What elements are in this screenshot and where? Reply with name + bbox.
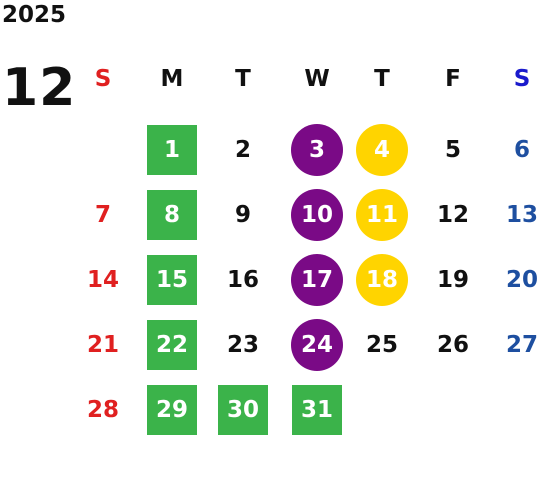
day-cell-5[interactable]: 5 xyxy=(444,137,461,163)
weekday-header: T xyxy=(374,66,390,92)
day-cell-24[interactable]: 24 xyxy=(291,319,343,371)
day-cell-8[interactable]: 8 xyxy=(147,190,197,240)
weekday-header: W xyxy=(304,66,330,92)
day-cell-16[interactable]: 16 xyxy=(226,267,259,293)
day-cell-11[interactable]: 11 xyxy=(356,189,408,241)
day-cell-9[interactable]: 9 xyxy=(234,202,251,228)
day-cell-15[interactable]: 15 xyxy=(147,255,197,305)
day-cell-21[interactable]: 21 xyxy=(86,332,119,358)
day-cell-29[interactable]: 29 xyxy=(147,385,197,435)
day-cell-22[interactable]: 22 xyxy=(147,320,197,370)
day-cell-1[interactable]: 1 xyxy=(147,125,197,175)
day-cell-4[interactable]: 4 xyxy=(356,124,408,176)
day-cell-19[interactable]: 19 xyxy=(436,267,469,293)
day-cell-20[interactable]: 20 xyxy=(505,267,538,293)
day-cell-27[interactable]: 27 xyxy=(505,332,538,358)
day-cell-25[interactable]: 25 xyxy=(365,332,398,358)
weekday-header: T xyxy=(235,66,251,92)
day-cell-18[interactable]: 18 xyxy=(356,254,408,306)
weekday-header: S xyxy=(513,66,531,92)
day-cell-14[interactable]: 14 xyxy=(86,267,119,293)
day-cell-28[interactable]: 28 xyxy=(86,397,119,423)
day-cell-12[interactable]: 12 xyxy=(436,202,469,228)
weekday-header: F xyxy=(445,66,461,92)
weekday-header: S xyxy=(94,66,112,92)
month-number: 12 xyxy=(2,58,77,118)
weekday-header: M xyxy=(160,66,184,92)
day-cell-26[interactable]: 26 xyxy=(436,332,469,358)
day-cell-10[interactable]: 10 xyxy=(291,189,343,241)
day-cell-30[interactable]: 30 xyxy=(218,385,268,435)
day-cell-17[interactable]: 17 xyxy=(291,254,343,306)
day-cell-31[interactable]: 31 xyxy=(292,385,342,435)
day-cell-2[interactable]: 2 xyxy=(234,137,251,163)
day-cell-23[interactable]: 23 xyxy=(226,332,259,358)
year-label: 2025 xyxy=(2,2,67,28)
day-cell-13[interactable]: 13 xyxy=(505,202,538,228)
day-cell-3[interactable]: 3 xyxy=(291,124,343,176)
day-cell-6[interactable]: 6 xyxy=(513,137,530,163)
day-cell-7[interactable]: 7 xyxy=(94,202,111,228)
